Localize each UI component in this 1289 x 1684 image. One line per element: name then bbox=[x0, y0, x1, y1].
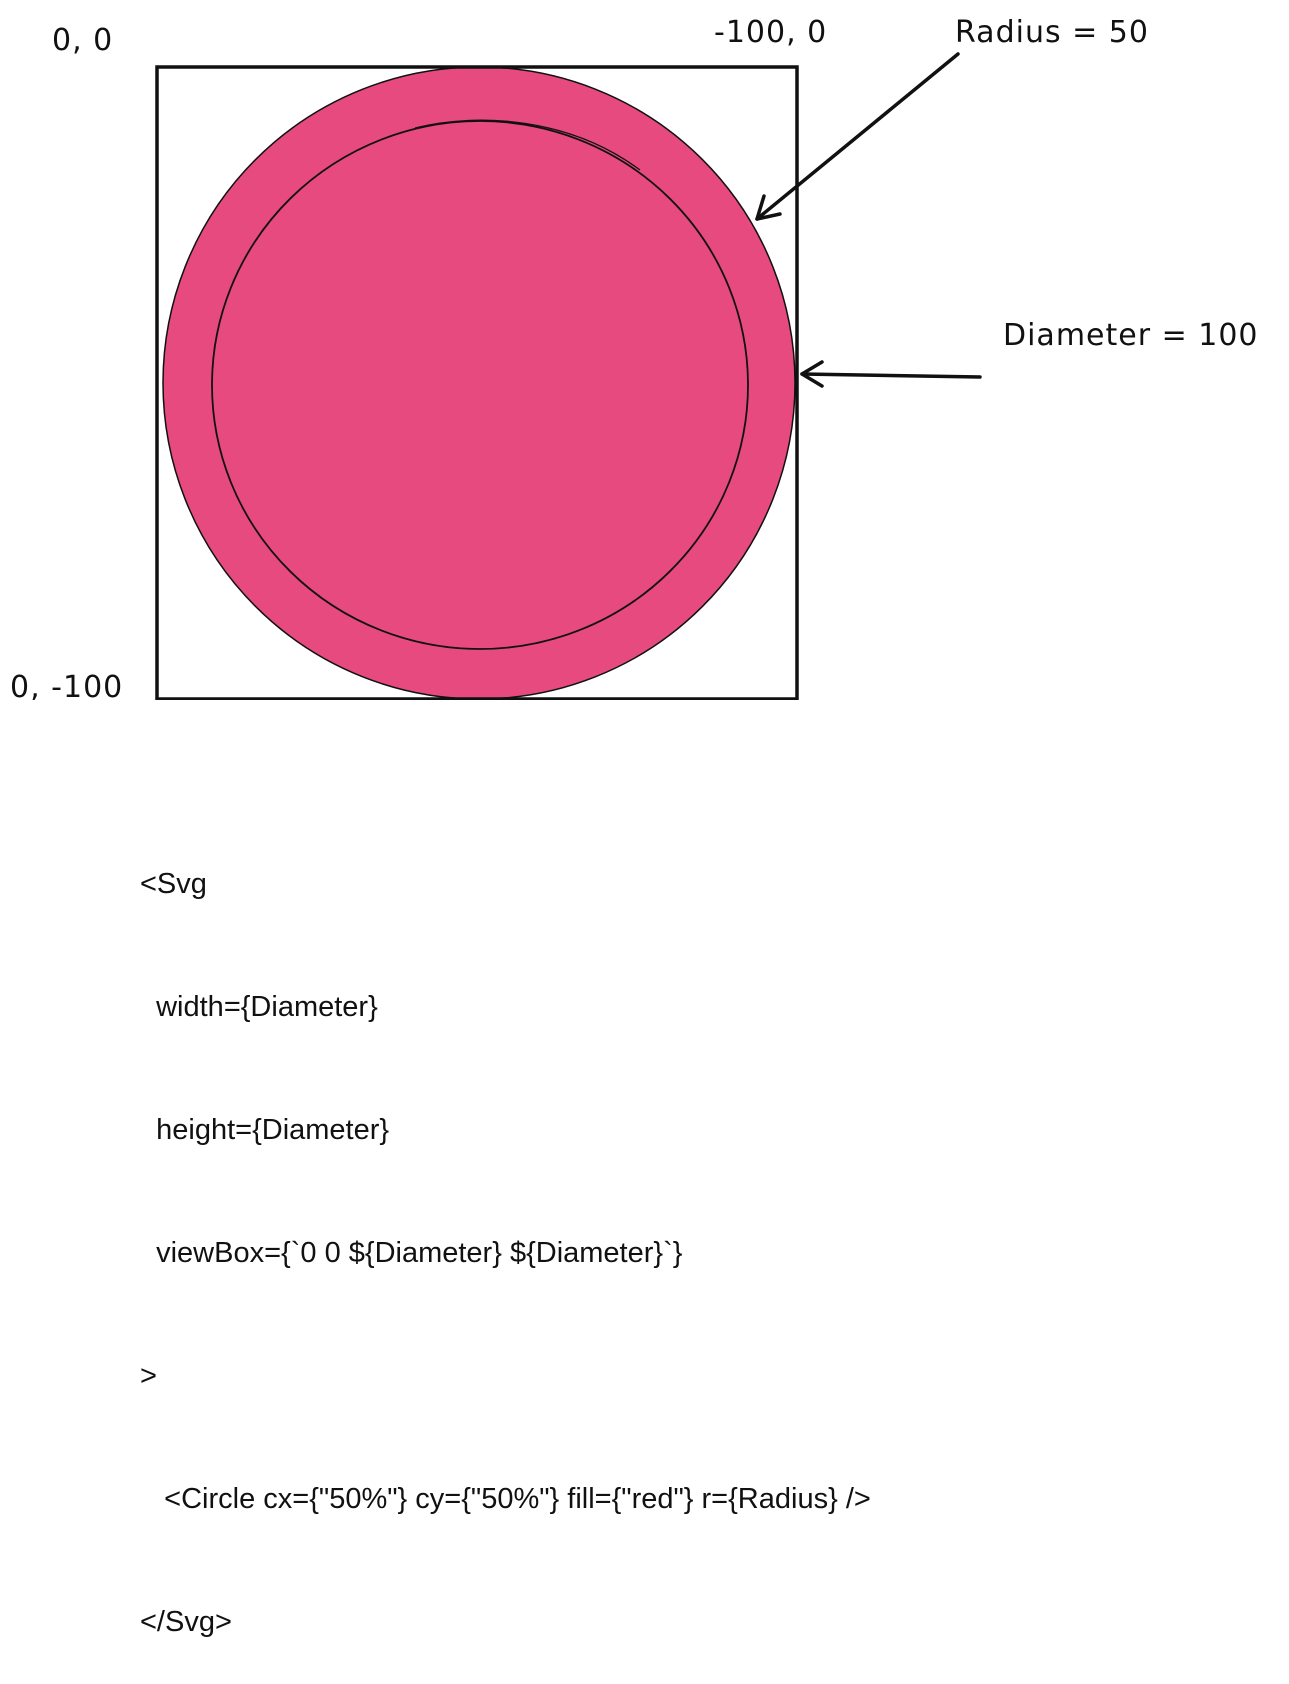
radius-arrow-shaft bbox=[755, 52, 960, 221]
inner-circle-sketch-stroke bbox=[414, 119, 641, 171]
corner-label-top-left: 0, 0 bbox=[52, 23, 113, 58]
code-line: viewBox={`0 0 ${Diameter} ${Diameter}`} bbox=[140, 1237, 683, 1269]
inner-circle bbox=[211, 120, 749, 650]
code-line: > bbox=[140, 1360, 157, 1392]
corner-label-bottom-left: 0, -100 bbox=[10, 670, 123, 700]
code-line: <Svg bbox=[140, 868, 207, 900]
diameter-arrow-head bbox=[800, 360, 824, 388]
code-snippet: <Svg width={Diameter} height={Diameter} … bbox=[140, 782, 871, 1684]
corner-label-top-right: -100, 0 bbox=[714, 15, 827, 50]
diameter-label: Diameter = 100 bbox=[1003, 318, 1259, 353]
diameter-arrow-shaft bbox=[800, 372, 982, 379]
code-line: <Circle cx={"50%"} cy={"50%"} fill={"red… bbox=[140, 1483, 871, 1515]
code-line: </Svg> bbox=[140, 1606, 232, 1638]
code-line: height={Diameter} bbox=[140, 1114, 390, 1146]
code-line: width={Diameter} bbox=[140, 991, 378, 1023]
radius-label: Radius = 50 bbox=[955, 15, 1149, 50]
radius-arrow-head bbox=[755, 194, 782, 221]
outer-circle bbox=[162, 66, 796, 700]
circle-diagram: 0, 0 -100, 0 0, -100 Radius = 50 Diamete… bbox=[10, 15, 1259, 700]
bounding-square bbox=[155, 65, 799, 700]
